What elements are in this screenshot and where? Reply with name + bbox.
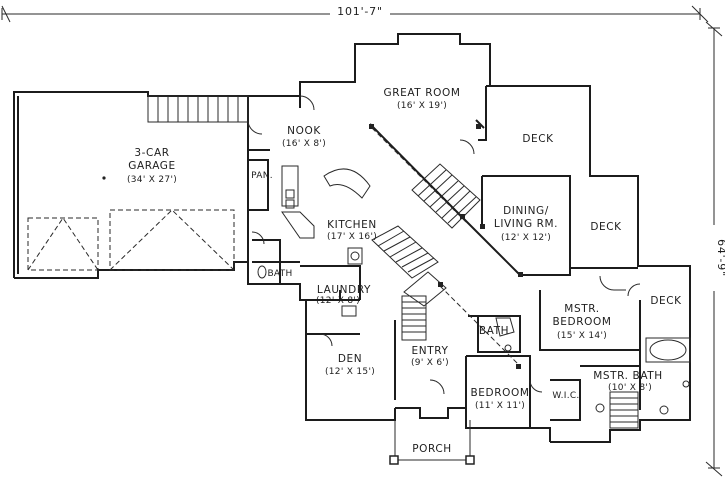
bedroom-stair <box>609 391 639 429</box>
laundry-name: LAUNDRY <box>317 284 371 296</box>
garage-doors <box>27 176 235 271</box>
bath-fixtures <box>257 265 691 415</box>
master-bedroom-size: (15' X 14') <box>557 331 607 341</box>
overall-depth-label: 64'-9" <box>715 239 725 277</box>
master-bedroom-name-line1: MSTR. <box>564 303 599 315</box>
deck-upper-name: DECK <box>522 133 554 145</box>
pantry-name: PAN. <box>251 171 273 181</box>
nook-size: (16' X 8') <box>282 139 326 149</box>
bedroom-size: (11' X 11') <box>475 401 525 411</box>
laundry-size: (12' X 8') <box>316 296 360 306</box>
master-bath-name: MSTR. BATH <box>593 370 663 382</box>
dining-name-line2: LIVING RM. <box>494 218 558 230</box>
wic-name: W.I.C. <box>552 391 579 401</box>
main-stair <box>371 127 521 367</box>
porch-name: PORCH <box>412 443 452 455</box>
deck-right-name: DECK <box>650 295 682 307</box>
bath-center-name: BATH <box>479 325 509 337</box>
dining-name-line1: DINING/ <box>503 205 549 217</box>
porch-structure <box>389 420 475 465</box>
great-room-name: GREAT ROOM <box>383 87 460 99</box>
overall-depth-dimension: 64'-9" <box>705 21 725 477</box>
den-name: DEN <box>338 353 362 365</box>
kitchen-size: (17' X 16') <box>327 232 377 242</box>
garage-marker <box>102 176 106 180</box>
bedroom-name: BEDROOM <box>470 387 529 399</box>
overall-width-dimension: 101'-7" <box>1 5 709 23</box>
garage-stair <box>147 95 249 123</box>
room-labels: 3-CAR GARAGE (34' X 27') NOOK (16' X 8')… <box>127 87 682 455</box>
master-bedroom-name-line2: BEDROOM <box>552 316 611 328</box>
exterior-walls <box>13 33 691 443</box>
den-size: (12' X 15') <box>325 367 375 377</box>
dining-size: (12' X 12') <box>501 233 551 243</box>
overall-width-label: 101'-7" <box>337 5 383 18</box>
kitchen-fixtures <box>281 165 371 265</box>
columns <box>369 124 523 369</box>
garage-name-line1: 3-CAR <box>134 147 169 159</box>
interior-walls <box>248 86 641 428</box>
garage-name-line2: GARAGE <box>128 160 176 172</box>
nook-name: NOOK <box>287 125 321 137</box>
entry-name: ENTRY <box>412 345 449 357</box>
door-swings <box>247 95 641 395</box>
garage-size: (34' X 27') <box>127 175 177 185</box>
master-bath-size: (10' X 8') <box>608 383 652 393</box>
great-room-size: (16' X 19') <box>397 101 447 111</box>
deck-middle-name: DECK <box>590 221 622 233</box>
kitchen-name: KITCHEN <box>327 219 377 231</box>
entry-size: (9' X 6') <box>411 358 449 368</box>
bath-small-name: BATH <box>267 269 292 279</box>
